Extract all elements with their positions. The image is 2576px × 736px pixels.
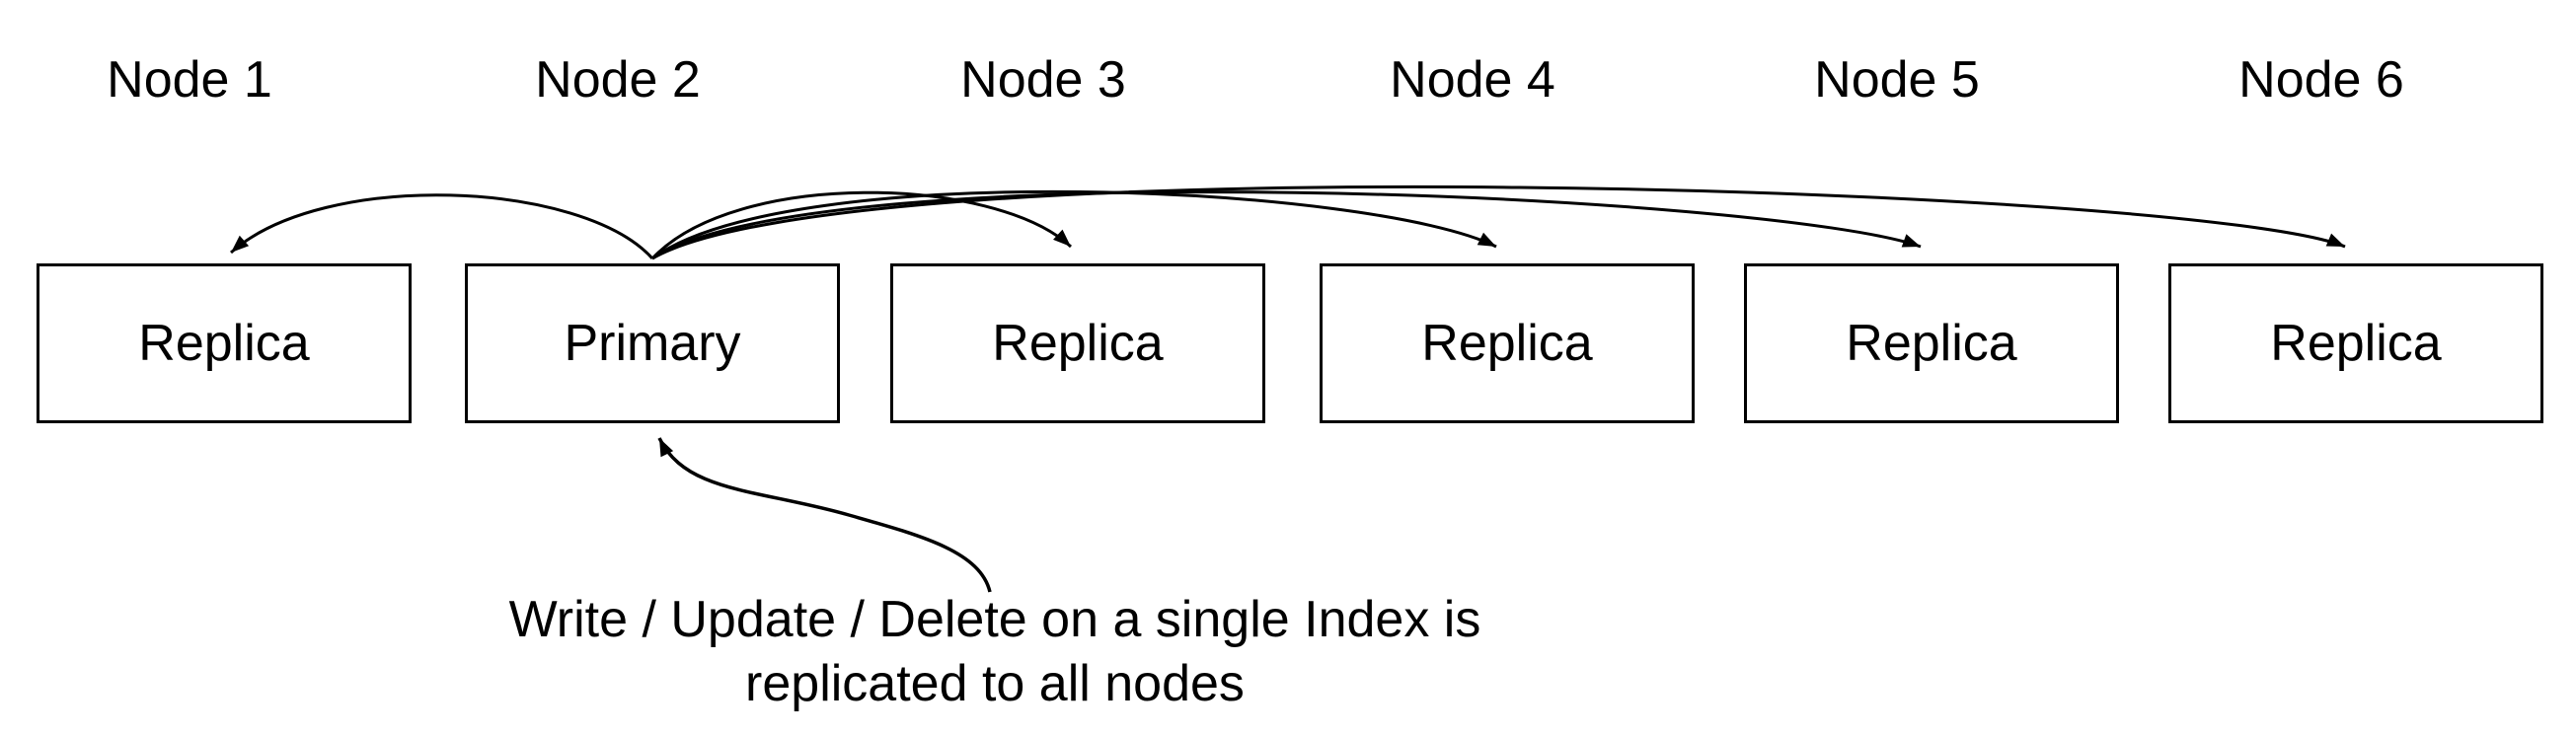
- node-1-title: Node 1: [107, 51, 272, 109]
- node-5-title: Node 5: [1814, 51, 1980, 109]
- node-2-role-label: Primary: [564, 315, 741, 372]
- node-5-role-label: Replica: [1846, 315, 2017, 372]
- node-3-role-label: Replica: [992, 315, 1164, 372]
- replication-arrow-to-node-5: [651, 190, 1922, 260]
- replication-arrow-to-node-3: [650, 190, 1073, 260]
- node-4-title: Node 4: [1390, 51, 1555, 109]
- node-6-role-label: Replica: [2270, 315, 2442, 372]
- node-6-title: Node 6: [2238, 51, 2404, 109]
- annotation-caption: Write / Update / Delete on a single Inde…: [403, 588, 1587, 716]
- replication-arrow-to-node-6: [651, 184, 2346, 260]
- replication-arrow-to-node-1: [230, 193, 654, 260]
- node-5-replica-box: Replica: [1744, 263, 2119, 423]
- node-2-title: Node 2: [535, 51, 701, 109]
- node-3-title: Node 3: [960, 51, 1126, 109]
- node-1-role-label: Replica: [138, 315, 310, 372]
- annotation-arrow-to-primary: [657, 437, 992, 593]
- node-3-replica-box: Replica: [890, 263, 1265, 423]
- annotation-text-line-2: replicated to all nodes: [745, 655, 1245, 712]
- node-4-role-label: Replica: [1421, 315, 1593, 372]
- node-4-replica-box: Replica: [1320, 263, 1695, 423]
- node-6-replica-box: Replica: [2168, 263, 2543, 423]
- annotation-text-line-1: Write / Update / Delete on a single Inde…: [508, 591, 1481, 648]
- replication-arrow-to-node-4: [651, 189, 1497, 260]
- node-1-replica-box: Replica: [37, 263, 412, 423]
- node-2-primary-box: Primary: [465, 263, 840, 423]
